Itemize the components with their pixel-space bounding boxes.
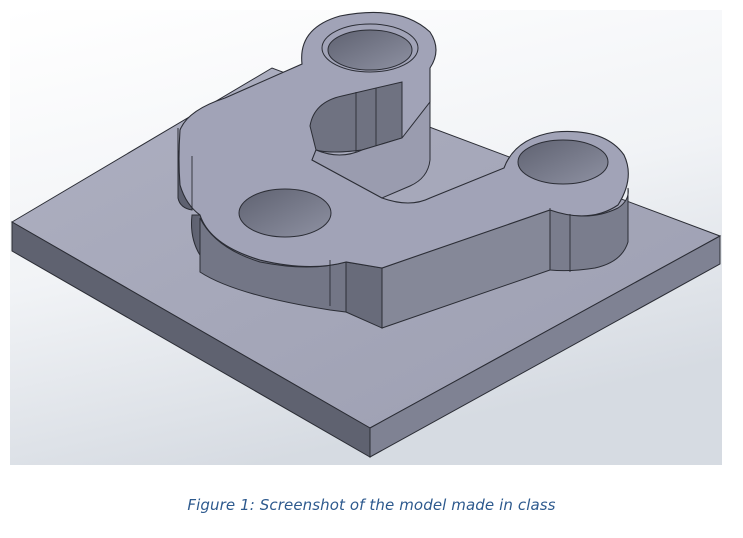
plate-right-face <box>369 235 721 458</box>
figure-caption: Figure 1: Screenshot of the model made i… <box>187 496 556 514</box>
inner-slot-pocket <box>309 81 431 199</box>
hole-top <box>321 23 419 73</box>
hole-left <box>238 188 332 238</box>
figure-image-frame <box>10 10 722 465</box>
hole-right <box>517 139 609 185</box>
wall-edge-lines <box>191 68 571 328</box>
slot-floor <box>311 100 431 199</box>
cad-model-illustration <box>10 10 722 465</box>
